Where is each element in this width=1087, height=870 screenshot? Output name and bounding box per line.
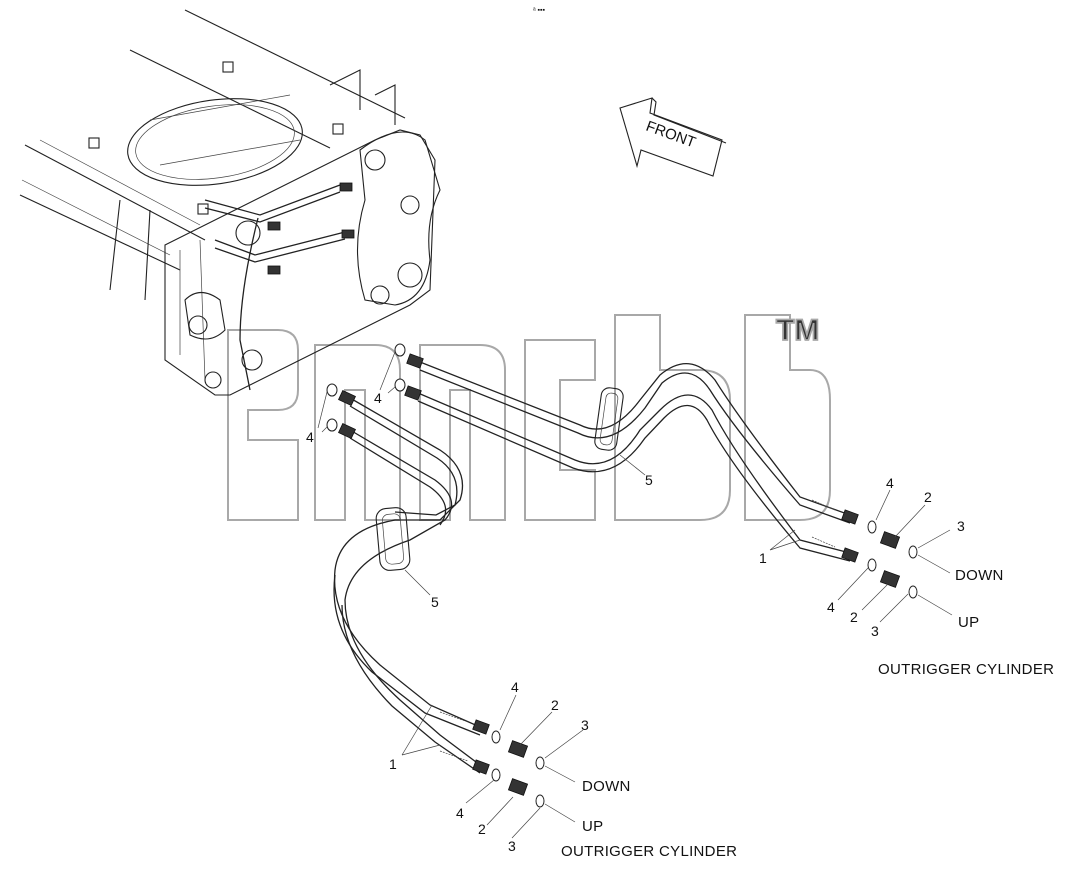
callout-3: 3 [957,518,965,534]
callout-3: 3 [508,838,516,854]
up-label: UP [582,818,603,835]
callout-4: 4 [886,475,894,491]
watermark: TM [227,313,831,521]
trademark-mark: TM [776,314,819,347]
line-labels: DOWN UP OUTRIGGER CYLINDER DOWN UP OUTRI… [561,567,1054,860]
callout-2: 2 [850,609,858,625]
right-cylinder-fittings [867,520,953,616]
callout-4: 4 [306,429,314,445]
up-label: UP [958,614,979,631]
callout-4: 4 [511,679,519,695]
callout-numbers: 4 4 5 5 4 2 3 1 4 2 3 4 2 3 1 4 2 3 [306,390,965,854]
leader-lines [401,454,951,839]
callout-1: 1 [759,550,767,566]
callout-3: 3 [581,717,589,733]
callout-5: 5 [431,594,439,610]
callout-4: 4 [456,805,464,821]
front-label: FRONT [644,118,698,152]
callout-3: 3 [871,623,879,639]
callout-2: 2 [478,821,486,837]
down-label: DOWN [955,567,1004,584]
callout-2: 2 [551,697,559,713]
outrigger-cylinder-label: OUTRIGGER CYLINDER [561,843,737,860]
callout-4: 4 [827,599,835,615]
down-label: DOWN [582,778,631,795]
callout-2: 2 [924,489,932,505]
callout-1: 1 [389,756,397,772]
upper-o-rings [317,343,406,433]
lower-cylinder-fittings [491,730,576,823]
header-mark: ᵃ ▪▪▪ [533,7,546,14]
front-direction-arrow: FRONT [619,97,727,177]
carrier-frame [19,9,441,396]
outrigger-cylinder-label: OUTRIGGER CYLINDER [878,661,1054,678]
callout-4: 4 [374,390,382,406]
hose-pair-lower [333,389,490,775]
hose-pair-right [404,353,859,563]
callout-5: 5 [645,472,653,488]
